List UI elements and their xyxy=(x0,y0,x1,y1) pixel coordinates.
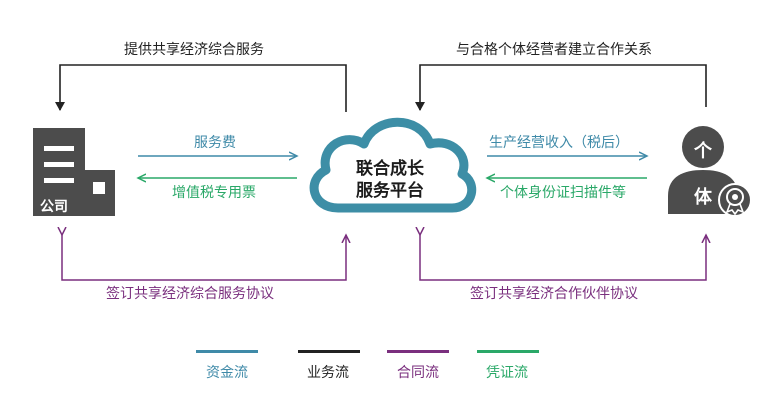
badge-icon xyxy=(718,183,752,217)
legend-line-voucher xyxy=(477,350,539,353)
company-building-icon xyxy=(33,128,115,216)
platform-label: 联合成长 服务平台 xyxy=(330,158,450,202)
individual-label-char1: 个 xyxy=(694,141,712,162)
platform-label-line1: 联合成长 xyxy=(356,159,424,179)
cloud-platform-icon xyxy=(309,117,477,213)
business-flow-top-left-arrow xyxy=(55,64,347,112)
legend-line-capital xyxy=(196,350,258,353)
company-label: 公司 xyxy=(40,199,68,215)
individual-label-char2: 体 xyxy=(694,187,712,208)
invoice-flow-label: 增值税专用票 xyxy=(172,185,256,201)
legend-line-contract xyxy=(387,350,449,353)
contract-flow-bottom-right-arrow xyxy=(420,235,706,281)
legend-label-voucher: 凭证流 xyxy=(486,365,528,381)
legend-label-business: 业务流 xyxy=(307,365,349,381)
legend-label-contract: 合同流 xyxy=(397,365,439,381)
business-flow-top-right-arrow xyxy=(415,64,707,111)
bottom-left-flow-label: 签订共享经济综合服务协议 xyxy=(106,286,274,302)
income-flow-label: 生产经营收入（税后） xyxy=(489,135,629,151)
top-right-flow-label: 与合格个体经营者建立合作关系 xyxy=(456,42,652,58)
id-scan-flow-label: 个体身份证扫描件等 xyxy=(500,185,626,201)
legend-line-business xyxy=(298,350,360,353)
contract-flow-bottom-left-arrow xyxy=(62,235,346,281)
bottom-right-flow-label: 签订共享经济合作伙伴协议 xyxy=(470,286,638,302)
legend-label-capital: 资金流 xyxy=(206,365,248,381)
fee-flow-label: 服务费 xyxy=(194,135,236,151)
top-left-flow-label: 提供共享经济综合服务 xyxy=(124,42,264,58)
platform-label-line2: 服务平台 xyxy=(356,181,424,201)
